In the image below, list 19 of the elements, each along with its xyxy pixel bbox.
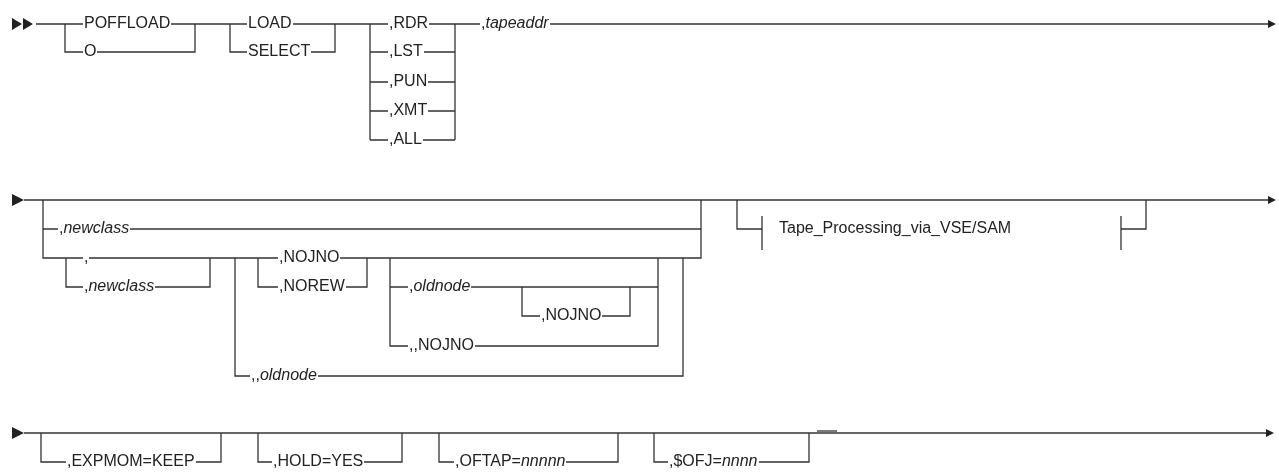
syntax-token: ,EXPMOM=KEEP	[66, 451, 196, 471]
syntax-token: ,NOJNO	[278, 247, 341, 267]
syntax-token: Tape_Processing_via_VSE/SAM	[778, 218, 1013, 238]
syntax-token: ,,NOJNO	[408, 335, 475, 355]
syntax-token: ,newclass	[83, 276, 156, 296]
syntax-token: ,$OFJ=nnnn	[668, 451, 759, 471]
syntax-token: ,oldnode	[408, 276, 472, 296]
syntax-token: ,newclass	[58, 218, 131, 238]
syntax-token: ,ALL	[388, 129, 423, 149]
syntax-token: ,OFTAP=nnnnn	[454, 451, 567, 471]
syntax-token: ,LST	[388, 41, 424, 61]
syntax-token: ,NOJNO	[540, 305, 603, 325]
syntax-token: ,RDR	[388, 13, 430, 33]
syntax-token: ,NOREW	[278, 276, 346, 296]
syntax-token: ,tapeaddr	[480, 13, 550, 33]
syntax-token: ,XMT	[388, 100, 429, 120]
syntax-token: ,PUN	[388, 71, 429, 91]
syntax-token: ,,oldnode	[250, 365, 318, 385]
syntax-token: ,HOLD=YES	[272, 451, 365, 471]
